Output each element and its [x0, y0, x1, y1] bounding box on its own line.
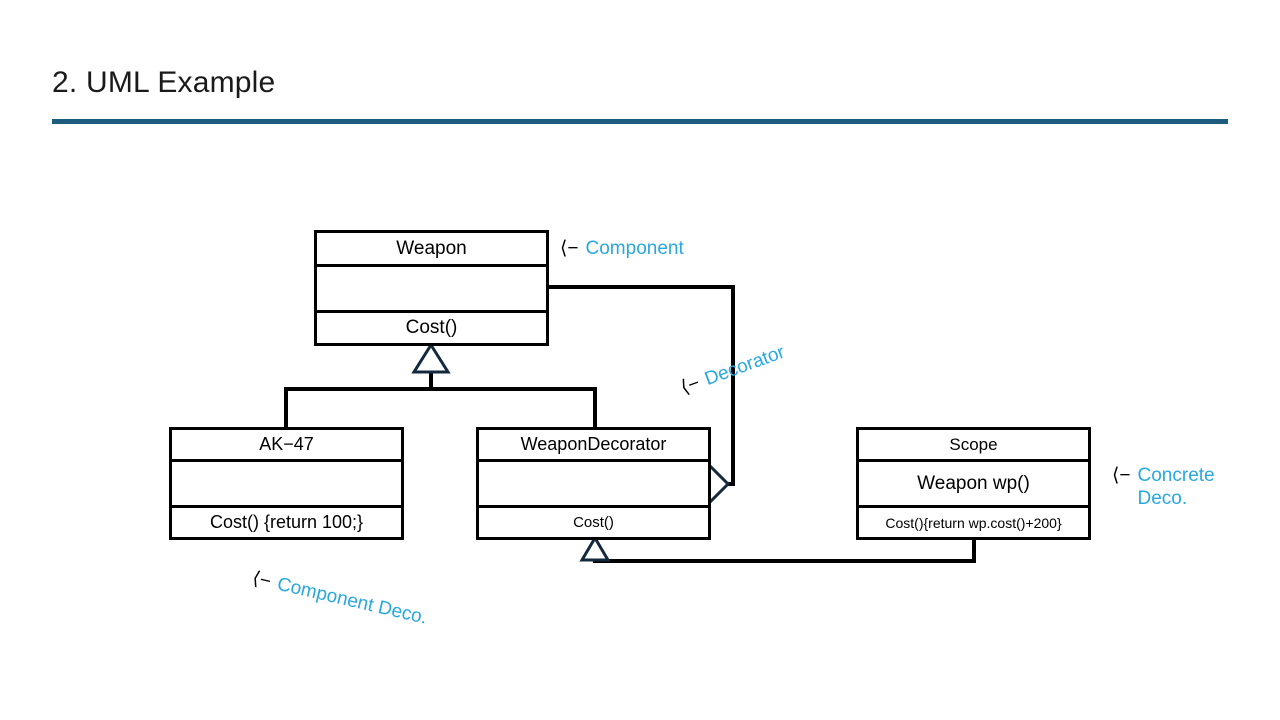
annotation-label: Component	[585, 238, 684, 259]
class-name-ak47: AK−47	[172, 430, 401, 462]
class-operations-scope: Cost(){return wp.cost()+200}	[859, 508, 1088, 537]
uml-class-ak47[interactable]: AK−47 Cost() {return 100;}	[169, 427, 404, 540]
class-name-weapondecorator: WeaponDecorator	[479, 430, 708, 462]
class-attributes-weapondecorator	[479, 462, 708, 508]
class-attributes-scope: Weapon wp()	[859, 462, 1088, 508]
uml-class-weapondecorator[interactable]: WeaponDecorator Cost()	[476, 427, 711, 540]
generalization-arrowhead-weapondecorator	[579, 535, 611, 562]
annotation-label: Concrete Deco.	[1137, 465, 1215, 509]
class-name-scope: Scope	[859, 430, 1088, 462]
annotation-component: ⟨− Component	[560, 238, 684, 261]
class-name-weapon: Weapon	[317, 233, 546, 268]
class-operations-weapondecorator: Cost()	[479, 508, 708, 537]
left-arrow-icon: ⟨−	[560, 238, 579, 259]
class-operations-ak47: Cost() {return 100;}	[172, 508, 401, 537]
page-title: 2. UML Example	[52, 66, 276, 99]
uml-class-scope[interactable]: Scope Weapon wp() Cost(){return wp.cost(…	[856, 427, 1091, 540]
uml-class-weapon[interactable]: Weapon Cost()	[314, 230, 549, 346]
annotation-concrete-deco: ⟨− Concrete Deco.	[1112, 465, 1230, 511]
left-arrow-icon: ⟨−	[250, 568, 274, 593]
left-arrow-icon: ⟨−	[1112, 465, 1131, 486]
class-operations-weapon: Cost()	[317, 313, 546, 343]
generalization-arrowhead-weapon	[411, 342, 451, 374]
title-divider	[52, 119, 1228, 124]
class-attributes-weapon	[317, 267, 546, 313]
class-attributes-ak47	[172, 462, 401, 508]
